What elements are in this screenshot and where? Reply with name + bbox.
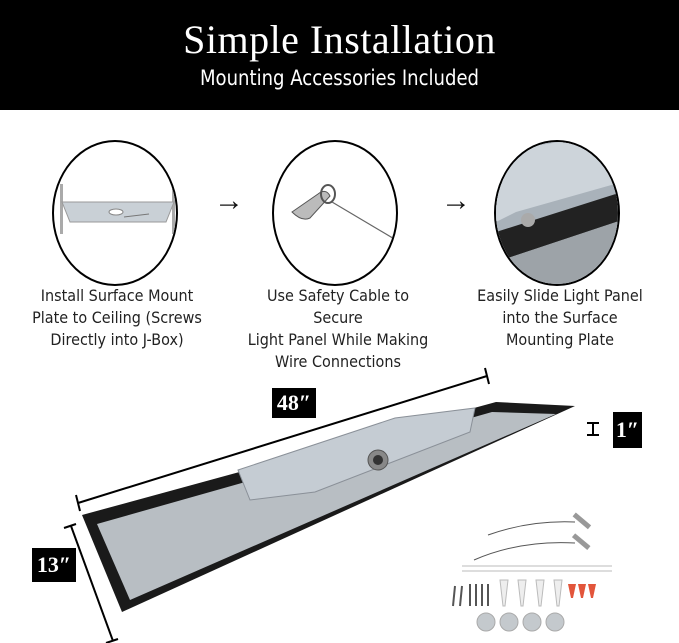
dimension-length-label: 48″ [272,388,316,418]
panel-slide-icon [496,142,618,284]
safety-cable-icon [291,184,396,241]
arrow-icon: → [214,184,244,217]
dimension-width-label: 13″ [32,548,76,582]
page-subtitle: Mounting Accessories Included [199,66,480,90]
page-title: Simple Installation [183,17,496,62]
accessories-kit [452,512,612,632]
step-3-image [494,140,620,286]
header-banner: Simple Installation Mounting Accessories… [0,0,679,110]
arrow-icon: → [441,184,471,217]
step-2-caption: Use Safety Cable to Secure Light Panel W… [247,286,429,371]
step-3-caption: Easily Slide Light Panel into the Surfac… [477,286,643,349]
step-1-image [52,140,178,286]
step-1-caption: Install Surface Mount Plate to Ceiling (… [32,286,202,349]
step-2-image [272,140,398,286]
dimension-depth-label: 1″ [613,412,642,448]
mounting-plate-icon [60,184,175,234]
